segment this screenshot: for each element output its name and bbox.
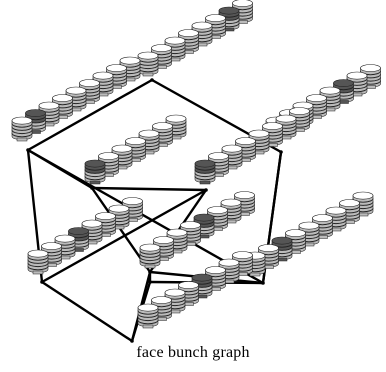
graph-node-n1	[150, 78, 154, 82]
graph-edge-n2-n7	[26, 148, 94, 190]
graph-node-n3	[279, 150, 283, 154]
bunch-top	[137, 0, 253, 77]
bunch-center-left-jet-0	[84, 159, 106, 185]
bunch-center-right-jet-0	[194, 159, 216, 185]
bunch-center-right-jet-2	[221, 144, 243, 170]
graph-nodes	[26, 78, 283, 343]
graph-edge-n7-n8	[90, 186, 208, 192]
bunch-mid-right-jet-0	[139, 243, 161, 269]
bunch-lower-left	[27, 197, 143, 275]
graph-node-n10	[148, 280, 152, 284]
bunch-lower-right	[244, 191, 374, 277]
bunch-center-right	[194, 107, 310, 185]
graph-node-n7	[90, 186, 94, 190]
bunch-lower-left-jet-0	[27, 249, 49, 275]
graph-node-n2	[26, 148, 30, 152]
graph-node-n6	[130, 339, 134, 343]
jet-bunches	[11, 0, 381, 329]
bunch-bottom	[137, 251, 253, 329]
graph-edge-n4-n6	[40, 280, 134, 343]
bunch-upper-left-jet-0	[11, 116, 33, 142]
graph-node-n8	[204, 188, 208, 192]
bunch-bottom-jet-0	[137, 303, 159, 329]
figure-caption: face bunch graph	[136, 344, 250, 361]
graph-node-n4	[40, 280, 44, 284]
bunch-top-jet-0	[137, 51, 159, 77]
bunch-center-left	[84, 114, 187, 185]
bunch-center-right-jet-7	[289, 107, 310, 132]
bunch-upper-left	[11, 56, 141, 142]
graph-edge-n1-n2	[26, 78, 154, 152]
bunch-mid-right	[139, 191, 255, 269]
graph-node-n5	[261, 281, 265, 285]
graph-node-n9	[148, 270, 152, 274]
